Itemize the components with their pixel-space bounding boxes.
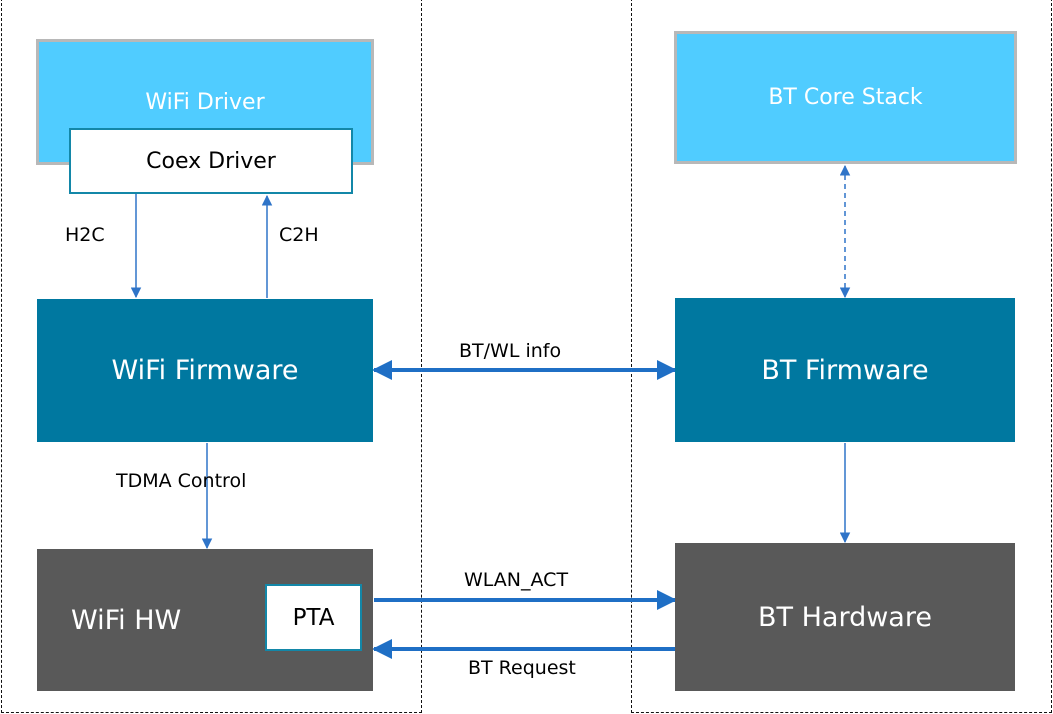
bt-firmware-box: BT Firmware (675, 298, 1015, 442)
c2h-label: C2H (279, 224, 319, 246)
bt-region (631, 0, 1052, 713)
bt-core-stack-box: BT Core Stack (674, 31, 1017, 164)
coex-driver-box: Coex Driver (69, 128, 353, 194)
wifi-hw-label: WiFi HW (71, 604, 182, 636)
bt-hardware-label: BT Hardware (758, 601, 932, 633)
tdma-control-label: TDMA Control (116, 470, 247, 492)
bt-core-stack-label: BT Core Stack (768, 85, 923, 110)
wifi-driver-label: WiFi Driver (145, 90, 265, 115)
bt-firmware-label: BT Firmware (761, 354, 929, 386)
wifi-firmware-box: WiFi Firmware (37, 299, 373, 442)
bt-wl-info-label: BT/WL info (459, 340, 562, 362)
h2c-label: H2C (65, 224, 105, 246)
coex-driver-label: Coex Driver (146, 148, 276, 174)
bt-hardware-box: BT Hardware (675, 543, 1015, 691)
wlan-act-label: WLAN_ACT (464, 569, 569, 591)
wifi-firmware-label: WiFi Firmware (111, 355, 299, 386)
pta-box: PTA (265, 584, 362, 651)
pta-label: PTA (292, 604, 335, 631)
wifi-region (1, 0, 422, 713)
bt-request-label: BT Request (468, 657, 576, 679)
